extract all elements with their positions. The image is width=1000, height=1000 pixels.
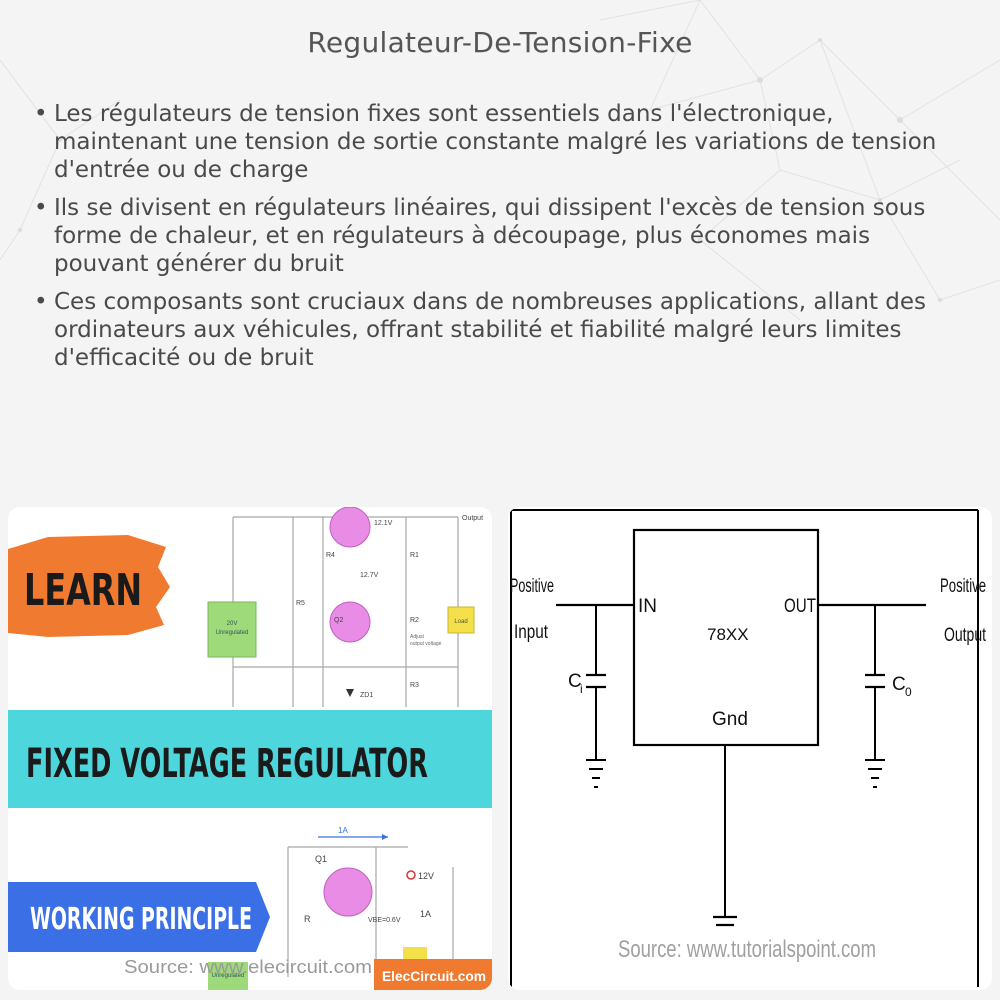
- output-terminal: [406, 870, 416, 880]
- bullet-text: Ces composants sont cruciaux dans de nom…: [54, 289, 927, 371]
- positive-output-label-bottom: Output: [944, 625, 987, 646]
- cout-ground-symbol: [865, 759, 885, 788]
- 78xx-regulator-circuit-diagram: Positive Input Positive Output IN OUT 78…: [508, 507, 992, 990]
- thumbnail-graphic: 20V Unregulated Load 12.1V 12.7V Output …: [8, 507, 492, 990]
- r-label: R: [304, 914, 311, 924]
- right-source-watermark: Source: www.tutorialspoint.com: [618, 936, 876, 963]
- v-12-1-label: 12.1V: [374, 520, 393, 527]
- output-label: Output: [462, 515, 483, 522]
- brand-badge: [374, 959, 492, 990]
- unregulated-source-box: [207, 601, 257, 658]
- cap-out-subscript: 0: [905, 685, 912, 699]
- adjust-line1-label: Adjust: [410, 634, 425, 640]
- current-arrow-head: [382, 834, 388, 840]
- pin-out-label: OUT: [784, 596, 816, 617]
- learn-splash: [8, 535, 170, 637]
- positive-input-label-top: Positive: [510, 576, 554, 597]
- adjust-line2-label: output voltage: [410, 641, 442, 647]
- r3-label: R3: [410, 682, 419, 689]
- title-banner: [8, 710, 492, 808]
- unreg-bottom-label: Unregulated: [212, 973, 245, 979]
- pin-gnd-label: Gnd: [712, 709, 748, 730]
- bullet-text: Les régulateurs de tension fixes sont es…: [54, 101, 937, 183]
- bullet-dot: •: [34, 101, 48, 127]
- bullet-item: •Ces composants sont cruciaux dans de no…: [34, 288, 969, 372]
- unreg-line1-label: 20V: [227, 621, 238, 627]
- fixed-voltage-regulator-thumbnail: 20V Unregulated Load 12.1V 12.7V Output …: [8, 507, 492, 990]
- schematic-graphic: Positive Input Positive Output IN OUT 78…: [508, 507, 992, 990]
- bottom-circuit-wires: [287, 846, 454, 977]
- positive-input-label-bottom: Input: [514, 622, 549, 643]
- bullet-dot: •: [34, 289, 48, 315]
- unregulated-box-bottom: [208, 962, 248, 990]
- v12-label: 12V: [418, 871, 434, 881]
- bullet-item: •Ils se divisent en régulateurs linéaire…: [34, 194, 969, 278]
- zd1-label: ZD1: [360, 692, 373, 699]
- v-12-7-label: 12.7V: [360, 572, 379, 579]
- left-source-watermark: Source: www.elecircuit.com: [124, 957, 372, 977]
- gnd-symbol: [713, 915, 737, 927]
- load-label: Load: [454, 619, 467, 625]
- r1-label: R1: [410, 552, 419, 559]
- brand-text: ElecCircuit.com: [382, 968, 486, 984]
- r5-label: R5: [296, 600, 305, 607]
- working-label: WORKING PRINCIPLE: [30, 902, 252, 937]
- vbe-label: VBE=0.6V: [368, 917, 401, 924]
- regulator-chip-box: [632, 528, 820, 747]
- working-principle-banner: [8, 882, 270, 952]
- transistor-q2: [329, 601, 371, 643]
- current-label: 1A: [338, 826, 348, 835]
- cap-in-subscript: i: [580, 682, 583, 696]
- cin-ground-symbol: [586, 759, 606, 788]
- bullet-dot: •: [34, 195, 48, 221]
- bullet-item: •Les régulateurs de tension fixes sont e…: [34, 100, 969, 184]
- chip-label: 78XX: [707, 625, 749, 644]
- q2-label: Q2: [334, 617, 343, 624]
- i-out-label: 1A: [420, 909, 431, 919]
- banner-text: FIXED VOLTAGE REGULATOR: [26, 741, 428, 787]
- r4-label: R4: [326, 552, 335, 559]
- zener-diode-symbol: [346, 689, 354, 697]
- pin-in-label: IN: [638, 596, 657, 617]
- q1-label: Q1: [315, 854, 327, 864]
- cap-in-label: C: [568, 671, 582, 692]
- bullet-list: •Les régulateurs de tension fixes sont e…: [34, 100, 969, 382]
- transistor-q1-top: [329, 507, 371, 548]
- positive-output-label-top: Positive: [940, 576, 986, 597]
- cap-out-label: C: [892, 674, 906, 695]
- r2-label: R2: [410, 617, 419, 624]
- load-box: [447, 606, 475, 634]
- transistor-q1-bottom: [323, 867, 373, 917]
- learn-label: LEARN: [24, 565, 142, 616]
- bullet-text: Ils se divisent en régulateurs linéaires…: [54, 195, 926, 277]
- unreg-line2-label: Unregulated: [216, 630, 249, 636]
- page-title: Regulateur-De-Tension-Fixe: [307, 26, 693, 59]
